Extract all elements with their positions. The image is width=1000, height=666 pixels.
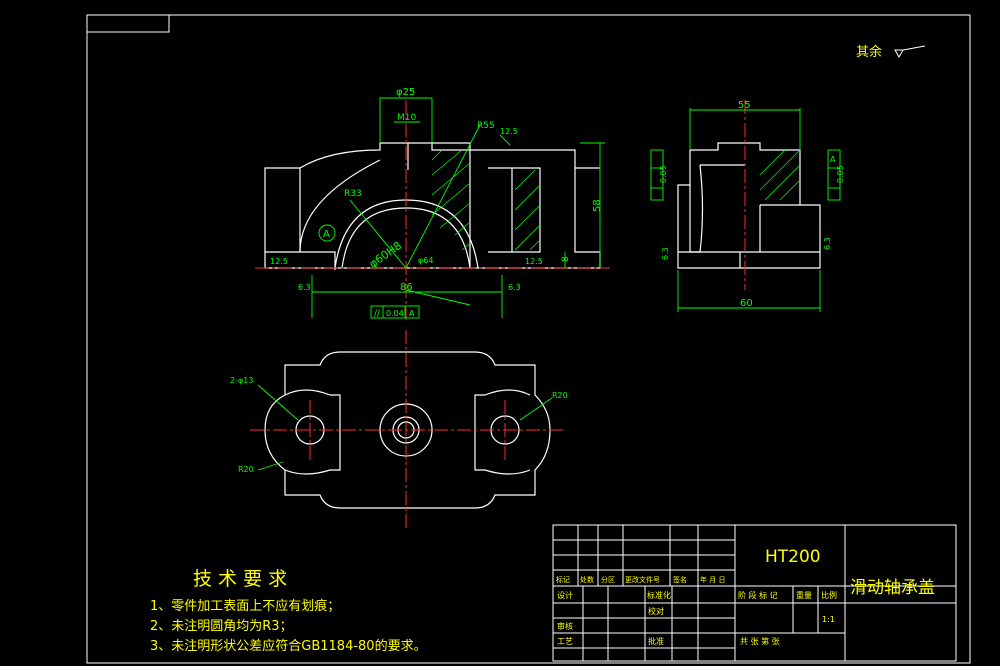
side-hatching	[759, 149, 801, 201]
side-view	[677, 142, 821, 269]
dim-h58: 58	[592, 199, 603, 212]
tech-heading: 技 术 要 求	[193, 568, 287, 590]
tb-mark: 标记	[556, 575, 570, 584]
roughness-symbol	[894, 45, 926, 59]
dim-r20-left: R20	[238, 465, 254, 474]
tb-change: 更改文件号	[625, 575, 660, 584]
dim-ra-right: 12.5	[525, 257, 543, 266]
title-block	[552, 524, 957, 662]
tb-standard: 标准化	[647, 590, 671, 600]
tb-sheets: 共 张 第 张	[740, 636, 780, 646]
dim-r55: R55	[477, 121, 495, 131]
tb-review: 审核	[557, 621, 573, 631]
tb-scale: 比例	[821, 590, 837, 600]
front-dimensions	[311, 97, 605, 319]
tech-item-2: 2、未注明圆角均为R3；	[150, 619, 293, 634]
front-hatching	[431, 149, 541, 251]
flatness-tol: 0.04	[386, 309, 404, 318]
tech-item-3: 3、未注明形状公差应符合GB1184-80的要求。	[150, 638, 427, 654]
side-ra-left: 6.3	[661, 247, 670, 260]
dim-w86: 86	[400, 282, 413, 293]
dim-ra63-right: 6.3	[508, 283, 521, 292]
dim-r33: R33	[344, 189, 362, 199]
material: HT200	[765, 547, 821, 567]
tb-stage: 阶 段 标 记	[738, 590, 778, 600]
tb-date: 年 月 日	[700, 575, 725, 584]
dim-ra-top: 12.5	[500, 127, 518, 136]
datum-a: A	[323, 229, 330, 240]
flatness-symbol: //	[374, 309, 381, 319]
side-tol-left: 0.05	[659, 165, 668, 183]
tb-check: 校对	[648, 606, 664, 616]
part-name: 滑动轴承盖	[850, 578, 935, 598]
tb-zone: 分区	[601, 575, 615, 584]
side-ra-right: 6.3	[823, 237, 832, 250]
tb-weight: 重量	[796, 590, 812, 600]
dim-r20-right: R20	[552, 391, 568, 400]
flatness-ref: A	[409, 309, 415, 318]
title-corner-box	[86, 14, 170, 33]
drawing-border	[86, 14, 971, 664]
tb-craft: 工艺	[557, 637, 573, 646]
dim-m10: M10	[397, 113, 416, 123]
dim-w60: 60	[740, 298, 753, 309]
dim-w55: 55	[738, 100, 751, 111]
side-tol-right: 0.05	[836, 165, 845, 183]
tb-scale-value: 1:1	[822, 615, 835, 624]
top-centerlines	[250, 330, 565, 530]
tb-design: 设计	[557, 590, 573, 600]
dim-d64: φ64	[418, 256, 433, 265]
tb-sign: 签名	[673, 575, 687, 584]
dim-h8: 8	[561, 256, 571, 262]
tb-approve: 批准	[648, 636, 664, 646]
front-centerlines	[255, 100, 610, 320]
tb-count: 处数	[580, 575, 594, 584]
side-dimensions	[650, 108, 841, 312]
dim-ra-left: 12.5	[270, 257, 288, 266]
tech-item-1: 1、零件加工表面上不应有划痕；	[150, 598, 340, 614]
side-ref: A	[830, 155, 836, 164]
dim-ra63-left: 6.3	[298, 283, 311, 292]
top-dimensions	[257, 384, 553, 471]
dim-d25: φ25	[396, 87, 415, 98]
dim-holes: 2-φ13	[230, 376, 253, 385]
roughness-note: 其余	[856, 44, 882, 60]
